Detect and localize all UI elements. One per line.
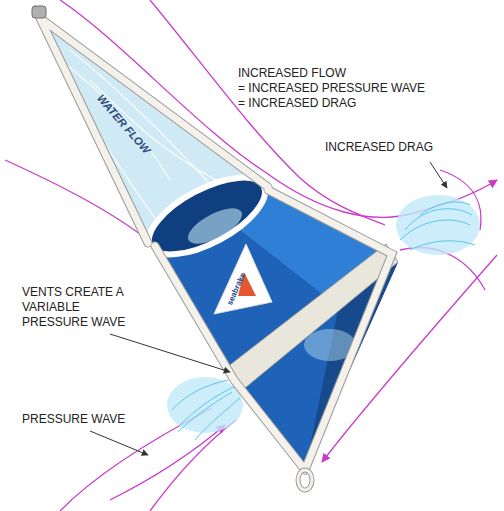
- flow-lines: [5, 0, 497, 511]
- drogue-body: [138, 162, 398, 470]
- text-line: = INCREASED DRAG: [238, 96, 425, 111]
- logo: [214, 244, 272, 314]
- callout-text: PRESSURE WAVE: [22, 412, 125, 427]
- callout-text: VENTS CREATE A VARIABLE PRESSURE WAVE: [22, 285, 140, 330]
- callout-text: INCREASED FLOW = INCREASED PRESSURE WAVE…: [238, 66, 425, 111]
- text-line: INCREASED FLOW: [238, 66, 425, 81]
- callout-text: INCREASED DRAG: [325, 140, 433, 155]
- leader-lines: [90, 162, 447, 455]
- text-line: = INCREASED PRESSURE WAVE: [238, 81, 425, 96]
